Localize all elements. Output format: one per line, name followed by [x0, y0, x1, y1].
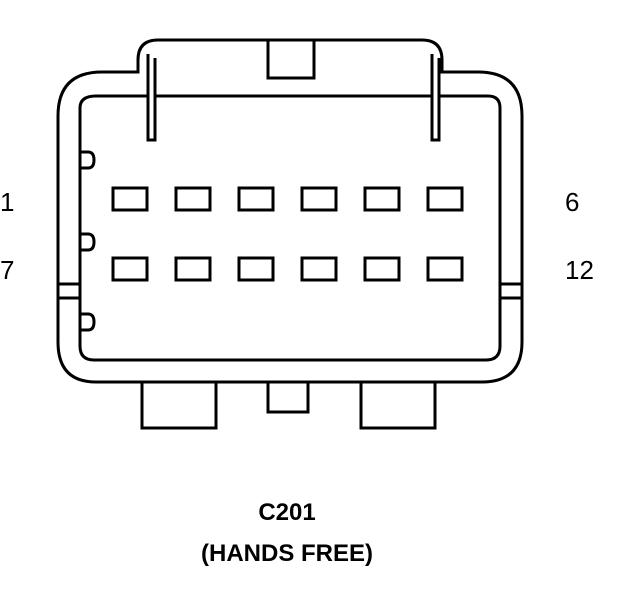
bottom-terminal-left [140, 380, 218, 430]
left-key-upper [80, 150, 96, 170]
left-key-lower [80, 312, 96, 332]
right-side-tab [498, 282, 524, 300]
pin-cavity-5 [363, 186, 401, 212]
pin-cavity-9 [237, 256, 275, 282]
pin-cavities [111, 186, 464, 282]
left-key-middle [80, 232, 96, 252]
connector-id: C201 [258, 499, 315, 526]
pin-cavity-10 [300, 256, 338, 282]
pin-cavity-6 [426, 186, 464, 212]
bottom-terminal-right [359, 380, 437, 430]
bottom-terminal-center [266, 380, 310, 414]
pin-cavity-2 [174, 186, 212, 212]
connector-description: (HANDS FREE) [201, 540, 373, 567]
pin-cavity-1 [111, 186, 149, 212]
connector-cavity-inner [78, 94, 502, 362]
pin-cavity-12 [426, 256, 464, 282]
pin-cavity-3 [237, 186, 275, 212]
pin-cavity-11 [363, 256, 401, 282]
pin-cavity-8 [174, 256, 212, 282]
pin-label-row1-last: 6 [565, 187, 579, 217]
top-latch-notch [266, 40, 316, 80]
left-side-tab [56, 282, 82, 300]
pin-cavity-4 [300, 186, 338, 212]
pin-label-row2-first: 7 [0, 255, 14, 285]
pin-label-row1-first: 1 [0, 187, 14, 217]
pin-label-row2-last: 12 [565, 255, 594, 285]
connector-housing-outer [56, 38, 524, 384]
pin-cavity-7 [111, 256, 149, 282]
